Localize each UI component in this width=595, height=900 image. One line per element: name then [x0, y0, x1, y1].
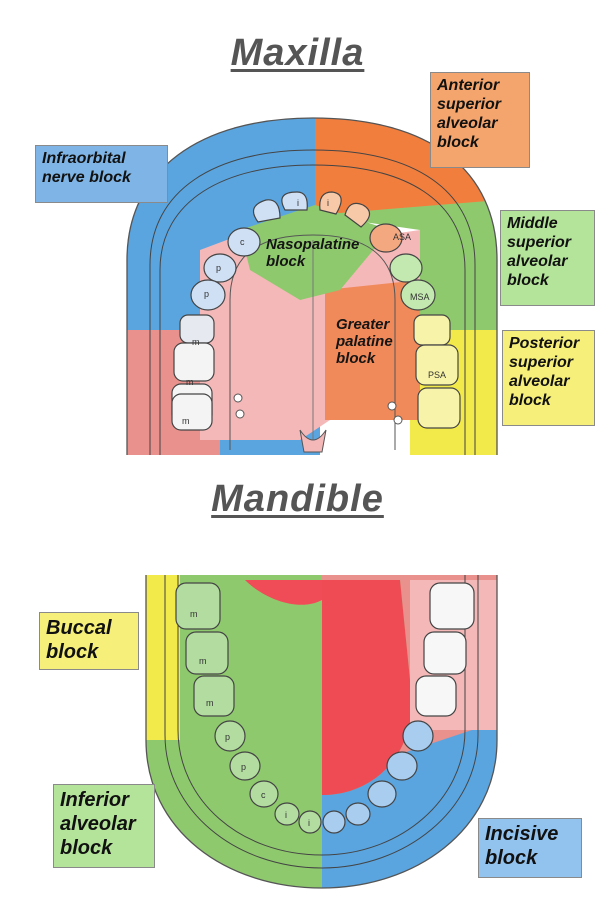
tooth-label-m: m — [199, 656, 207, 666]
tooth-label-p: p — [241, 762, 246, 772]
maxilla-title: Maxilla — [230, 32, 365, 74]
tooth-label-c: c — [240, 237, 245, 247]
tooth-label-c: c — [261, 790, 266, 800]
maxilla-teeth-left — [171, 191, 308, 431]
tooth-label-p: p — [204, 289, 209, 299]
mandible-teeth-right — [322, 582, 475, 834]
tooth-label-m: m — [190, 609, 198, 619]
tooth-label-psa: PSA — [428, 370, 446, 380]
greater-palatine-label: Greater palatine block — [336, 316, 393, 367]
middle-superior-label: Middle superior alveolar block — [500, 210, 595, 306]
tooth-label-m: m — [206, 698, 214, 708]
tooth-label-p: p — [216, 263, 221, 273]
inferior-alveolar-label: Inferior alveolar block — [53, 784, 155, 868]
tongue-tip — [245, 580, 322, 605]
tooth-label-asa: ASA — [393, 232, 411, 242]
tooth-label-msa: MSA — [410, 292, 430, 302]
greater-palatine-region — [325, 280, 420, 420]
mandible-title: Mandible — [211, 478, 384, 520]
buccal-region — [146, 575, 180, 740]
maxilla-teeth-right — [319, 191, 461, 429]
nasopalatine-region — [240, 205, 390, 300]
tooth-label-m: m — [182, 416, 190, 426]
mandible-teeth-left — [175, 582, 322, 834]
incisive-label: Incisive block — [478, 818, 582, 878]
tooth-label-i: i — [297, 198, 299, 208]
tooth-label-p: p — [225, 732, 230, 742]
tongue-right — [322, 580, 412, 795]
tooth-label-m: m — [192, 337, 200, 347]
tooth-label-i: i — [285, 810, 287, 820]
tooth-label-i: i — [327, 198, 329, 208]
posterior-superior-label: Posterior superior alveolar block — [502, 330, 595, 426]
nasopalatine-label: Nasopalatine block — [266, 236, 360, 270]
infraorbital-label: Infraorbital nerve block — [35, 145, 168, 203]
tooth-label-i: i — [308, 818, 310, 828]
middle-superior-region — [315, 200, 497, 335]
tooth-label-m: m — [186, 377, 194, 387]
buccal-label: Buccal block — [39, 612, 139, 670]
anterior-superior-label: Anterior superior alveolar block — [430, 72, 530, 168]
